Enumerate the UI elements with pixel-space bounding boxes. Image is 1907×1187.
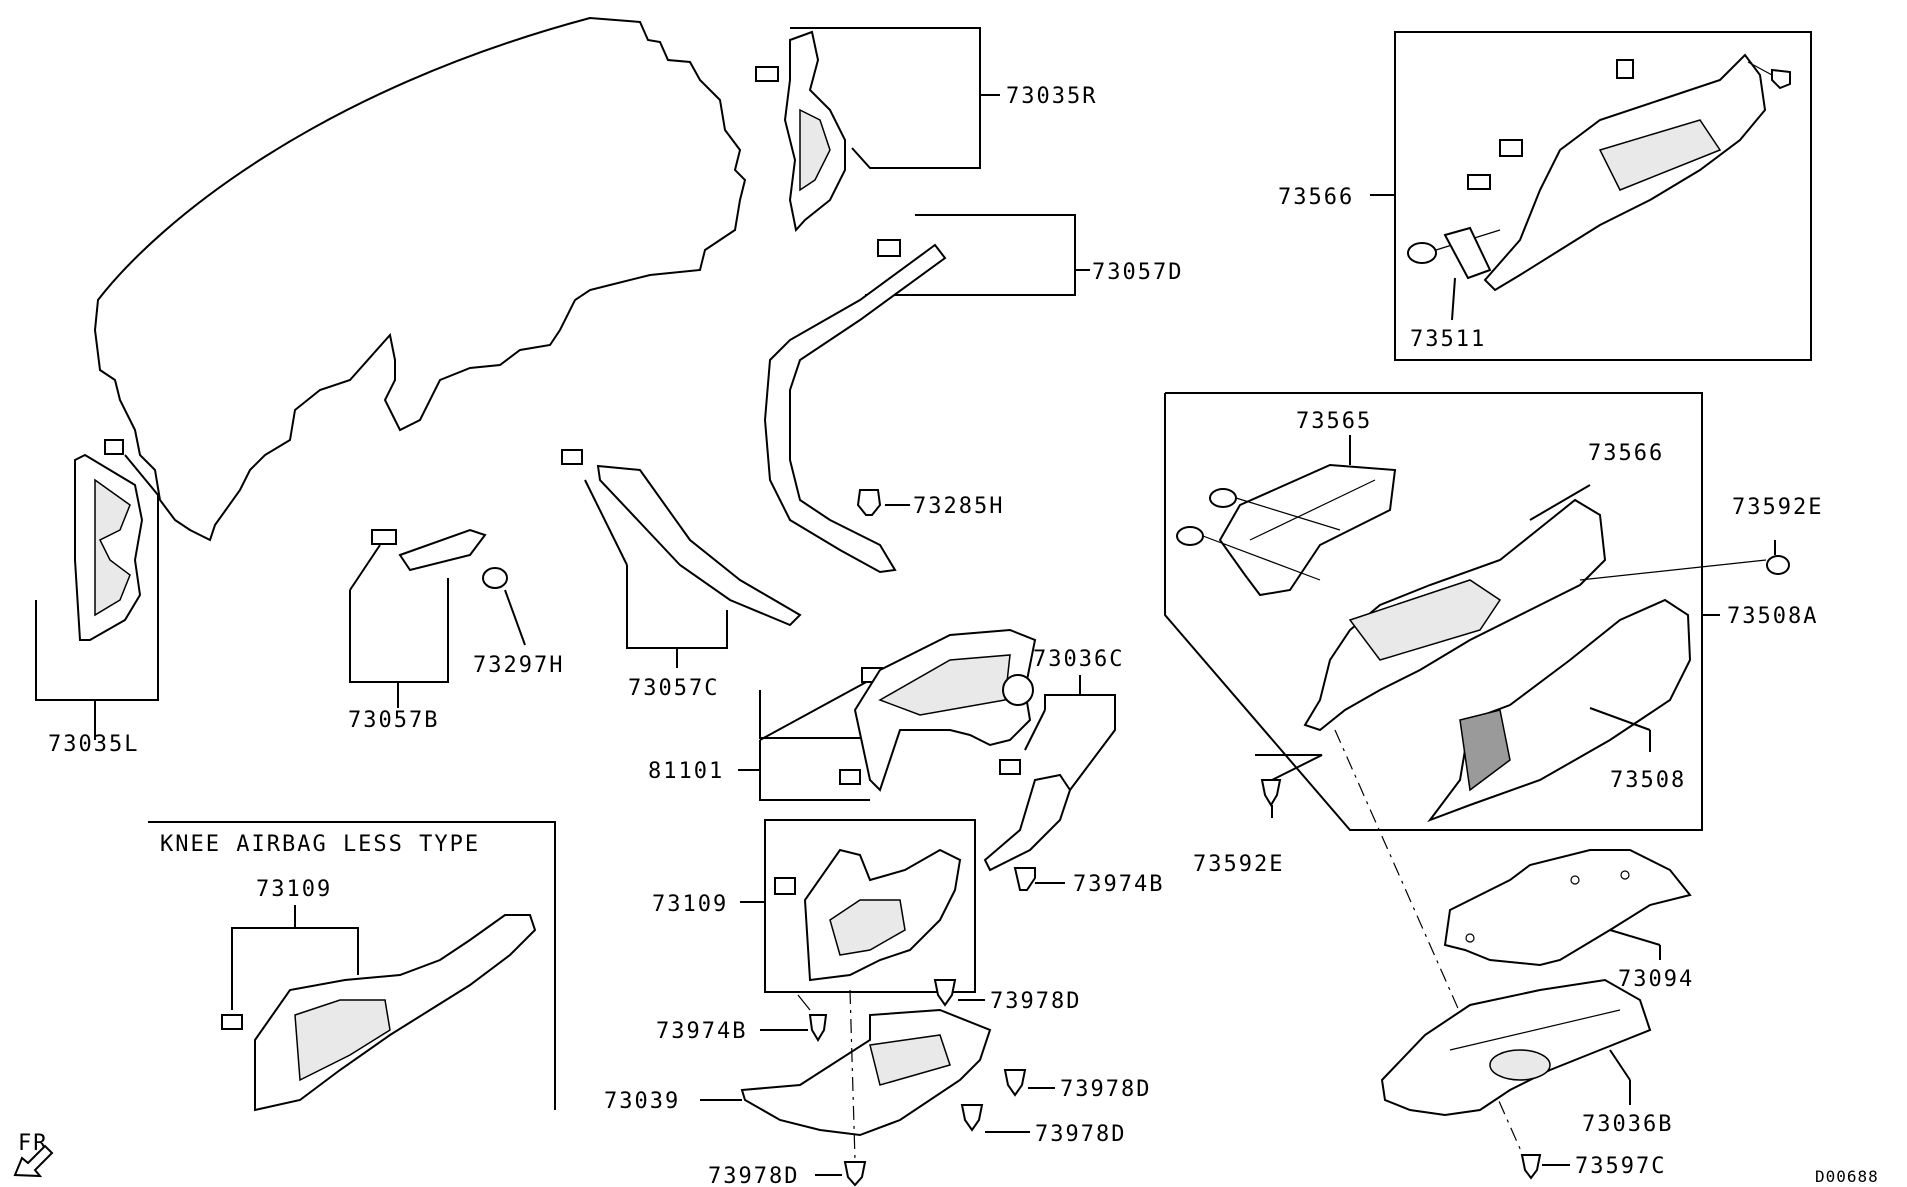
part-label-73039[interactable]: 73039 [604, 1089, 680, 1114]
part-73057C-group: 73057C [561, 449, 802, 701]
part-81101-group: 81101 [648, 628, 1037, 801]
part-label-73036C[interactable]: 73036C [1033, 647, 1124, 672]
part-label-73592E-right[interactable]: 73592E [1732, 495, 1823, 520]
part-73597C-group: 73597C [1520, 1154, 1666, 1180]
part-label-73508A[interactable]: 73508A [1727, 604, 1818, 629]
part-73508A-group: 73508A 73565 73566 73508 73592E 73592E [1164, 392, 1823, 1161]
part-73285H-group: 73285H [856, 489, 1004, 519]
diagram-code: D00688 [1815, 1167, 1879, 1186]
part-label-73978D-1[interactable]: 73978D [990, 989, 1081, 1014]
part-label-73566-mid[interactable]: 73566 [1588, 441, 1664, 466]
part-73057D-group: 73057D [763, 214, 1183, 574]
part-label-73297H[interactable]: 73297H [473, 653, 564, 678]
part-label-73978D-4[interactable]: 73978D [708, 1164, 799, 1187]
part-label-73978D-2[interactable]: 73978D [1060, 1077, 1151, 1102]
part-73035R-group: 73035R [755, 27, 1097, 233]
part-label-73974B-left[interactable]: 73974B [656, 1019, 747, 1044]
part-label-73036B[interactable]: 73036B [1582, 1112, 1673, 1137]
part-label-73035R[interactable]: 73035R [1006, 84, 1097, 109]
part-73974B-right-group: 73974B [1013, 867, 1164, 897]
part-label-73035L[interactable]: 73035L [48, 732, 139, 757]
part-73036C-group: 73036C [983, 647, 1124, 872]
part-label-73511[interactable]: 73511 [1410, 327, 1486, 352]
knee-airbag-title: KNEE AIRBAG LESS TYPE [160, 832, 480, 857]
part-label-73592E-left[interactable]: 73592E [1193, 852, 1284, 877]
part-label-73974B-right[interactable]: 73974B [1073, 872, 1164, 897]
part-label-73566-top[interactable]: 73566 [1278, 185, 1354, 210]
part-label-73597C[interactable]: 73597C [1575, 1154, 1666, 1179]
part-label-73109-left[interactable]: 73109 [256, 877, 332, 902]
part-73036B-group: 73036B [1380, 978, 1673, 1137]
part-label-73094[interactable]: 73094 [1618, 967, 1694, 992]
front-arrow-icon [13, 1144, 54, 1178]
knee-airbag-less-section: KNEE AIRBAG LESS TYPE 73109 [148, 821, 556, 1112]
part-label-73508[interactable]: 73508 [1610, 768, 1686, 793]
part-label-73565[interactable]: 73565 [1296, 409, 1372, 434]
part-73297H-group: 73297H [473, 567, 564, 678]
part-73057B-group: 73057B [348, 528, 487, 733]
part-73094-group: 73094 [1443, 849, 1694, 992]
part-label-73057D[interactable]: 73057D [1092, 260, 1183, 285]
front-direction-marker: FR [13, 1131, 54, 1178]
part-73035L-group: 73035L [35, 439, 159, 757]
part-label-73978D-3[interactable]: 73978D [1035, 1122, 1126, 1147]
part-label-73057B[interactable]: 73057B [348, 708, 439, 733]
instrument-panel-outline [93, 16, 747, 542]
part-label-73285H[interactable]: 73285H [913, 494, 1004, 519]
part-label-81101[interactable]: 81101 [648, 759, 724, 784]
part-label-73057C[interactable]: 73057C [628, 676, 719, 701]
part-73566-top-group: 73566 73511 [1278, 31, 1812, 361]
part-label-73109-right[interactable]: 73109 [652, 892, 728, 917]
part-73109-right-group: 73109 [652, 819, 976, 993]
part-73039-group: 73039 73974B 73978D 73978D 73978D 73978D [604, 979, 1151, 1187]
